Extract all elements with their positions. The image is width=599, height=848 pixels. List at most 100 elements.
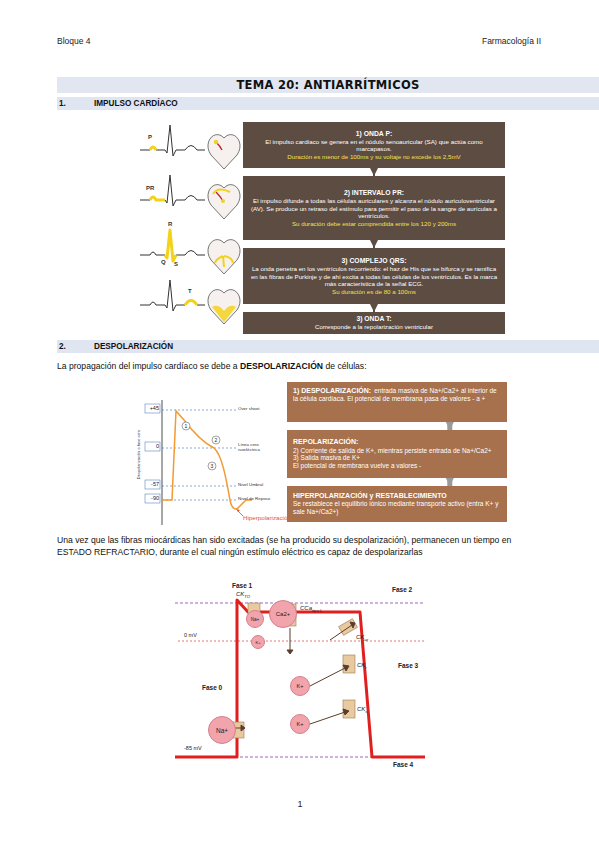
text-group: La propagación del impulso cardíaco se d… [57, 361, 541, 373]
section-number: 1. [57, 99, 94, 108]
ion-circle: Ca2+ [269, 600, 297, 628]
channel-subscript: tipo L [312, 608, 322, 613]
text-group: CKTO [236, 591, 250, 599]
title-band: TEMA 20: ANTIARRÍTMICOS [57, 77, 599, 93]
ecg-traces [140, 125, 205, 311]
body-text: de células: [325, 361, 368, 371]
flow-arrow [447, 478, 452, 486]
ion-name: K+ [255, 640, 260, 645]
box-body: 3) Salida masiva de K+ [293, 454, 501, 462]
box-body: El potencial de membrana vuelve a valore… [293, 462, 501, 470]
box-highlight: Duración es menor de 100ms y su voltaje … [250, 153, 498, 160]
wave-label: T [188, 288, 192, 294]
phase-label: Fase 4 [393, 761, 413, 768]
channel-name: CK [357, 662, 365, 668]
ion-name: K+ [297, 721, 304, 727]
section-number: 2. [57, 342, 94, 351]
action-potential-graph [145, 400, 252, 525]
text-group: CKur [356, 634, 368, 642]
voltage-label: -85 mV [184, 745, 202, 751]
phase-label: Fase 2 [392, 586, 412, 593]
ion-circle: K+ [290, 676, 310, 696]
axis-value: -90 [145, 495, 159, 501]
process-box: 3) ONDA T:Corresponde a la repolarizació… [243, 312, 505, 334]
box-highlight: Su duración debe estar comprendida entre… [250, 220, 498, 227]
wave-label: PR [146, 185, 154, 191]
phase-label: Fase 3 [398, 662, 418, 669]
voltage-label: 0 mV [184, 632, 197, 638]
channel-name: CK [236, 591, 244, 597]
ion-name: Ca2+ [276, 611, 291, 617]
body-text: Una vez que las fibras miocárdicas han s… [57, 535, 541, 558]
box-body: 2) Corriente de salida de K+, mientras p… [293, 447, 501, 455]
ion-channel-diagram [175, 600, 425, 757]
wave-label: R [168, 221, 172, 227]
callout-number: 3 [209, 463, 215, 469]
flow-arrow [373, 304, 375, 312]
ion-circle: K+ [251, 635, 265, 649]
box-heading: 2) INTERVALO PR: [250, 189, 498, 197]
box-heading: 3) ONDA T: [250, 315, 498, 323]
phase-box: REPOLARIZACIÓN:2) Corriente de salida de… [287, 430, 507, 478]
box-body: Se restablece el equilibrio iónico media… [293, 500, 501, 516]
level-label: Over shoot [238, 407, 278, 412]
section-band: 1.IMPULSO CARDÍACO [57, 97, 599, 110]
level-label: Nivel de Reposo [238, 497, 278, 502]
channel-subscript: TO [244, 594, 250, 599]
phase-box: HIPERPOLARIZACIÓN y RESTABLECIMIENTOSe r… [287, 486, 507, 522]
flow-arrow [373, 240, 375, 248]
box-body: Corresponde a la repolarización ventricu… [250, 323, 498, 330]
text-group: CKr [357, 662, 367, 670]
channel-subscript: s [365, 709, 367, 714]
channel-subscript: r [365, 665, 366, 670]
box-heading: 1) ONDA P: [250, 130, 498, 138]
callout-number: 1 [183, 423, 189, 429]
ion-name: Na+ [216, 727, 228, 734]
wave-label: S [174, 261, 178, 267]
box-heading: REPOLARIZACIÓN: [293, 438, 501, 446]
flow-arrow [373, 168, 375, 176]
ion-circle: K+ [290, 714, 310, 734]
page-number: 1 [290, 799, 310, 809]
channel-subscript: ur [364, 637, 368, 642]
heart-drawings [208, 135, 240, 324]
channel-name: CK [357, 706, 365, 712]
axis-value: 0 [145, 443, 159, 449]
level-label: Nivel Umbral [238, 483, 278, 488]
box-heading: 3) COMPLEJO QRS: [250, 257, 498, 265]
text-group: CCatipo L [300, 605, 322, 613]
phase-label: Fase 1 [232, 582, 252, 589]
process-box: 1) ONDA P:El impulso cardíaco se genera … [243, 122, 505, 168]
box-body: La onda penetra en los ventrículos recor… [250, 265, 498, 287]
wave-label: Q [161, 259, 166, 265]
header-text: Bloque 4 [57, 36, 91, 46]
box-body: El impulso difunde a todas las células a… [250, 197, 498, 219]
section-title: DESPOLARIZACIÓN [94, 342, 173, 351]
section-band: 2.DESPOLARIZACIÓN [57, 340, 599, 353]
box-body: El impulso cardíaco se genera en el nódu… [250, 138, 498, 153]
page-title: TEMA 20: ANTIARRÍTMICOS [236, 78, 419, 92]
wave-label: P [148, 134, 152, 140]
phase-box: 1) DESPOLARIZACIÓN:entrada masiva de Na+… [287, 382, 507, 422]
ion-name: K+ [297, 683, 304, 689]
level-label: Línea cero isoeléctrica [238, 443, 272, 453]
axis-value: +45 [145, 405, 159, 411]
axis-title: Despolarización o fase cero [136, 420, 141, 490]
box-highlight: Su duración es de 80 a 100ms [250, 288, 498, 295]
body-text: DESPOLARIZACIÓN [240, 361, 325, 371]
box-heading: 1) DESPOLARIZACIÓN: [293, 387, 371, 394]
channel-name: CCa [300, 605, 312, 611]
process-box: 3) COMPLEJO QRS:La onda penetra en los v… [243, 248, 505, 304]
callout-number: 2 [213, 437, 219, 443]
ion-circle: Na+ [208, 716, 236, 744]
text-group: CKs [357, 706, 367, 714]
phase-label: Hiperpolarización [243, 514, 291, 521]
flow-arrow [447, 422, 452, 430]
header-text: Farmacología II [441, 36, 541, 46]
ion-circle: Na+ [246, 610, 264, 628]
axis-value: -57 [145, 481, 159, 487]
ion-name: Na+ [251, 617, 260, 622]
process-box: 2) INTERVALO PR:El impulso difunde a tod… [243, 176, 505, 240]
box-heading: HIPERPOLARIZACIÓN y RESTABLECIMIENTO [293, 492, 501, 500]
